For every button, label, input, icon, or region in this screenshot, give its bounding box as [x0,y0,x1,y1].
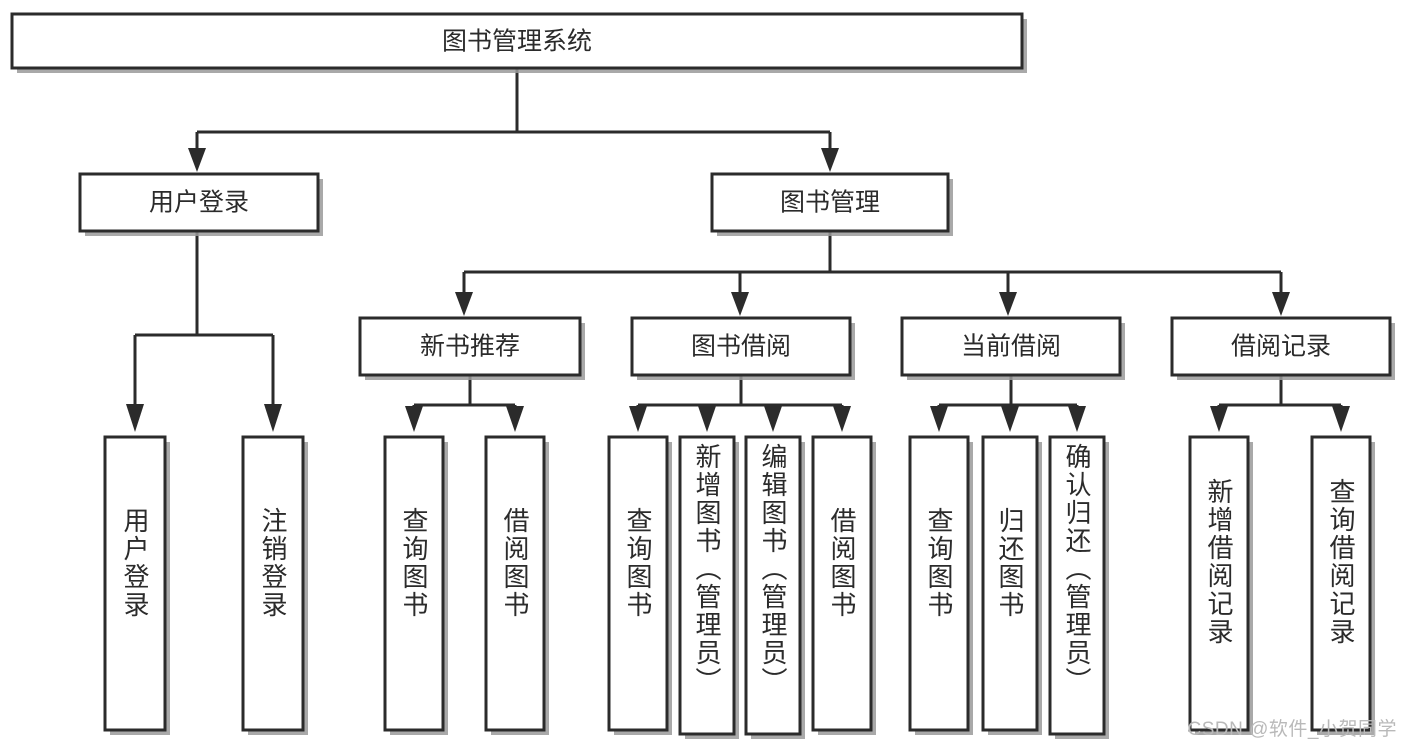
node-leaf-return-book[interactable] [981,435,1042,735]
node-leaf-query-book-1[interactable] [383,435,448,735]
arrow-book-borrow [731,292,749,316]
node-leaf-query-book-2[interactable] [607,435,672,735]
arrow-user-login [188,148,206,172]
arrow-leaf-user-logout [264,404,282,432]
leaf-boxes [103,435,1375,739]
arrow-leaf-query-record [1332,406,1350,432]
node-book-borrow[interactable]: 图书借阅 [630,316,855,380]
node-root[interactable]: 图书管理系统 [10,12,1027,73]
book-manage-box [710,172,950,233]
new-book-recommend-label: 新书推荐 [420,333,520,361]
node-user-login[interactable]: 用户登录 [78,172,323,236]
arrow-current-borrow [999,292,1017,316]
node-leaf-add-record[interactable] [1188,435,1253,735]
arrow-leaf-borrow-book-1 [506,406,524,432]
node-borrow-record[interactable]: 借阅记录 [1170,316,1395,380]
node-leaf-confirm-return[interactable] [1048,435,1109,739]
arrow-leaf-borrow-book-2 [833,406,851,432]
arrow-leaf-query-book-2 [629,406,647,432]
root-label: 图书管理系统 [442,28,592,56]
arrow-borrow-record [1272,292,1290,316]
node-leaf-user-login[interactable] [103,435,170,735]
node-leaf-edit-book[interactable] [744,435,805,739]
node-leaf-add-book[interactable] [678,435,739,739]
user-login-label: 用户登录 [149,189,249,217]
new-book-recommend-box [358,316,582,377]
arrow-leaf-add-book [698,406,716,432]
user-login-box [78,172,320,233]
node-leaf-query-record[interactable] [1310,435,1375,735]
node-new-book-recommend[interactable]: 新书推荐 [358,316,585,380]
node-leaf-borrow-book-1[interactable] [484,435,549,735]
arrow-leaf-query-book-3 [930,406,948,432]
arrow-leaf-query-book-1 [405,406,423,432]
book-borrow-box [630,316,852,377]
node-current-borrow[interactable]: 当前借阅 [900,316,1125,380]
arrow-book-manage [821,148,839,172]
connectors [126,68,1350,432]
arrow-leaf-user-login [126,404,144,432]
node-leaf-query-book-3[interactable] [908,435,973,735]
arrow-leaf-edit-book [764,406,782,432]
node-leaf-user-logout[interactable] [241,435,308,735]
book-borrow-label: 图书借阅 [691,333,791,361]
node-leaf-borrow-book-2[interactable] [811,435,876,735]
arrow-leaf-add-record [1210,406,1228,432]
current-borrow-label: 当前借阅 [961,333,1061,361]
arrow-leaf-confirm-return [1068,406,1086,432]
node-book-manage[interactable]: 图书管理 [710,172,953,236]
borrow-record-label: 借阅记录 [1231,333,1331,361]
book-manage-label: 图书管理 [780,189,880,217]
watermark-text: CSDN @软件_小贺同学 [1187,719,1397,740]
arrow-leaf-return-book [1001,406,1019,432]
borrow-record-box [1170,316,1392,377]
root-box [10,12,1024,70]
current-borrow-box [900,316,1122,377]
arrow-new-book-recommend [455,292,473,316]
